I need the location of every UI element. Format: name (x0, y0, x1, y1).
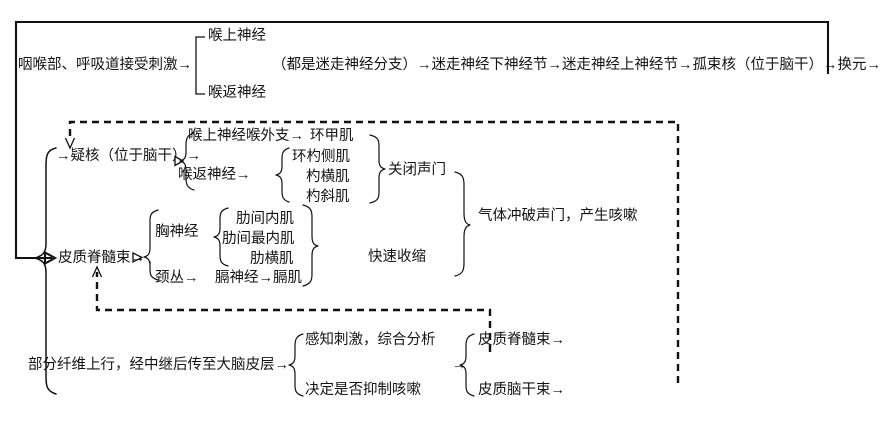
innermost-intercostal-label: 肋间最内肌 (222, 231, 295, 247)
cortex-function-brace (288, 333, 304, 397)
superior-laryngeal-nerve-label: 喉上神经 (208, 28, 266, 44)
cervical-plexus-label: 颈丛→ (155, 270, 199, 286)
recurrent-muscle-brace (275, 147, 290, 203)
thoracic-nerve-label: 胸神经 (155, 224, 199, 240)
superior-laryngeal-external-branch-label: 喉上神经喉外支→ (188, 128, 304, 144)
glottis-closure-brace (369, 134, 386, 204)
cough-outcome-brace (454, 171, 471, 277)
cough-outcome-label: 气体冲破声门，产生咳嗽 (478, 208, 638, 224)
cough-suppression-decision-label: 决定是否抑制咳嗽 (305, 382, 421, 398)
stimulus-label: 咽喉部、呼吸道接受刺激→ (18, 57, 192, 73)
vagus-pathway-label: （都是迷走神经分支）→迷走神经下神经节→迷走神经上神经节→孤束核（位于脑干）→换… (272, 57, 881, 73)
perception-analysis-label: 感知刺激，综合分析 (305, 332, 436, 348)
ascending-fibers-label: 部分纤维上行，经中继后传至大脑皮层→ (28, 357, 289, 373)
nucleus-ambiguus-label: →疑核（位于脑干）→ (56, 148, 201, 164)
transverse-arytenoid-label: 杓横肌 (306, 169, 350, 185)
cricothyroid-muscle-label: 环甲肌 (310, 128, 354, 144)
glottis-closure-label: 关闭声门 (388, 162, 446, 178)
phrenic-nerve-diaphragm-label: 膈神经→膈肌 (215, 270, 302, 286)
internal-intercostal-label: 肋间内肌 (236, 211, 294, 227)
recurrent-laryngeal-nerve-label: 喉返神经 (208, 85, 266, 101)
afferent-branch-bracket (195, 36, 205, 95)
recurrent-laryngeal-nerve-efferent-label: 喉返神经→ (178, 167, 251, 183)
cortex-to-tract-arrow: → (452, 357, 467, 373)
lateral-cricoarytenoid-label: 环杓侧肌 (292, 149, 350, 165)
rapid-contraction-brace (302, 204, 319, 287)
oblique-arytenoid-label: 杓斜肌 (306, 189, 350, 205)
corticobulbar-tract-label: 皮质脑干束→ (478, 382, 565, 398)
corticospinal-tract-descending-label: 皮质脊髓束→ (478, 332, 565, 348)
rapid-contraction-label: 快速收缩 (368, 249, 426, 265)
transversus-thoracis-label: 肋横肌 (250, 251, 294, 267)
corticospinal-tract-label: 皮质脊髓束→ (58, 250, 145, 266)
